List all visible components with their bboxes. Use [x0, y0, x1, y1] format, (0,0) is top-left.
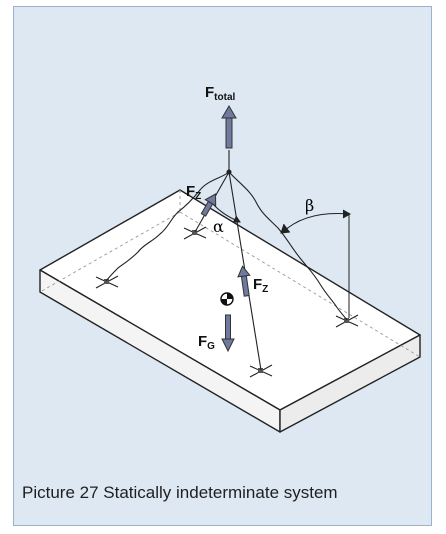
label-alpha: α — [213, 217, 224, 236]
f-z-left-arrow — [200, 193, 217, 217]
beta-arrowhead-right — [342, 209, 352, 219]
label-f-total: Ftotal — [205, 84, 236, 103]
angle-references — [211, 202, 352, 318]
label-f-z-center: FZ — [253, 276, 268, 295]
anchor-bottom — [249, 364, 273, 378]
label-beta: β — [305, 196, 314, 215]
beta-arrowhead-left — [280, 223, 291, 234]
sling-left-wavy — [105, 171, 230, 282]
f-g-arrow — [221, 314, 235, 353]
lifting-anchors — [95, 226, 359, 378]
f-z-center-arrow — [237, 265, 251, 297]
figure-caption: Picture 27 Statically indeterminate syst… — [22, 483, 338, 502]
slab-right-face — [279, 334, 421, 433]
label-f-z-left: FZ — [186, 183, 201, 202]
hook-point — [226, 169, 232, 175]
center-of-gravity-icon — [220, 292, 234, 306]
anchor-left — [95, 275, 119, 289]
alpha-arrowhead — [233, 215, 241, 223]
beta-arc — [282, 213, 350, 233]
anchor-top — [183, 226, 207, 240]
slab-hidden-edges — [39, 190, 421, 358]
sling-right-wavy — [228, 171, 348, 321]
force-arrows — [200, 105, 251, 353]
label-f-g: FG — [198, 333, 215, 352]
concrete-slab — [39, 189, 421, 433]
anchor-right — [335, 314, 359, 328]
f-total-arrow — [221, 105, 237, 149]
